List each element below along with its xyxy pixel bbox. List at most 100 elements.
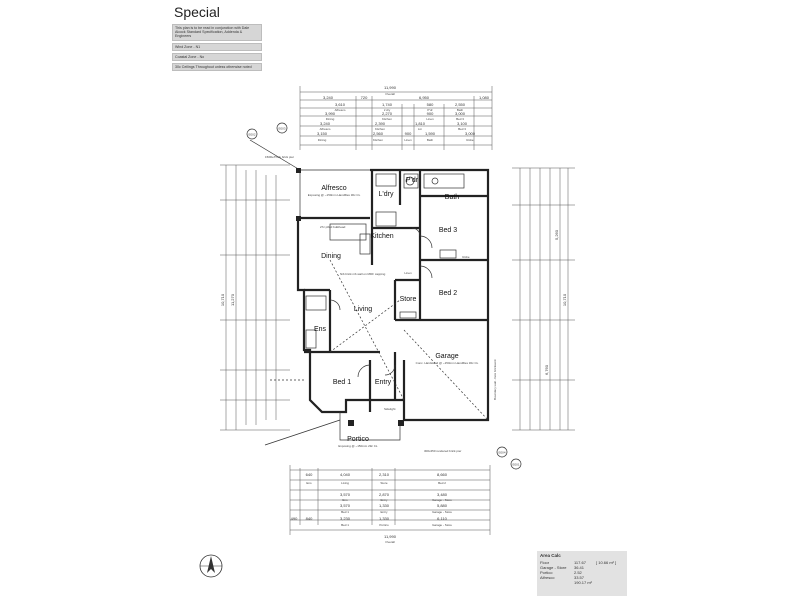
walls xyxy=(296,168,490,422)
top-dim: 3,240 xyxy=(320,121,331,126)
top-dim-label: Bath xyxy=(427,138,434,142)
bottom-dim-label: Garage - Store xyxy=(432,510,452,514)
area-calc-row: Alfresco 33.57 xyxy=(540,575,624,580)
top-dim: 900 xyxy=(405,131,412,136)
bottom-dim: 3,570 xyxy=(340,492,351,497)
top-dim: 2,270 xyxy=(382,111,393,116)
top-dim: 720 xyxy=(361,95,368,100)
section-marker: E004 xyxy=(498,451,505,455)
garage-note: Conc. Hardstand @ ~150mm Handfiles 30c C… xyxy=(416,361,479,365)
bottom-dim-label: Ens xyxy=(342,498,348,502)
top-dim: 3,100 xyxy=(457,121,468,126)
top-dimensions: 11,990 Overall 3,240 720 6,950 1,080 3,6… xyxy=(299,85,493,150)
annotation-wall: Nib brick nib wall on MDF capping xyxy=(340,272,386,276)
bottom-dim: 4,040 xyxy=(340,472,351,477)
annotation-slab: 150DeThick brick pier xyxy=(265,155,294,159)
area-calc-value: 117.67 xyxy=(574,560,586,565)
area-calc-row: Garage - Store 36.41 xyxy=(540,565,624,570)
top-dim: 1,080 xyxy=(479,95,490,100)
bottom-dim-label: Entry xyxy=(380,498,388,502)
room-portico: Portico xyxy=(347,436,369,443)
bottom-dim: 5,880 xyxy=(437,503,448,508)
right-overall: 10,710 xyxy=(562,293,567,306)
top-dim: 3,000 xyxy=(455,111,466,116)
note-ceilings: 30c Ceilings Throughout unless otherwise… xyxy=(172,63,262,72)
room-robe: Robe xyxy=(462,255,470,259)
bottom-dim: 6,110 xyxy=(437,516,447,521)
top-overall-value: 11,990 xyxy=(384,85,397,90)
top-dim: 3,000 xyxy=(465,131,476,136)
top-dim: 2,390 xyxy=(375,121,386,126)
left-dimensions: 10,710 11,270 xyxy=(220,164,290,431)
area-calc-total-row: 190.17 m² xyxy=(540,580,624,585)
area-calc-total: 190.17 m² xyxy=(574,580,593,585)
top-overall-label: Overall xyxy=(385,92,395,96)
area-calc-value: 36.41 xyxy=(574,565,585,570)
bottom-dim-label: Living xyxy=(341,481,349,485)
area-calc-extra: [ 10.66 m² ] xyxy=(596,560,617,565)
bottom-overall-value: 11,990 xyxy=(384,534,397,539)
top-dim-label: Lin xyxy=(418,127,422,131)
top-dim-label: Alfresco xyxy=(320,127,331,131)
top-dim: 2,560 xyxy=(373,131,384,136)
bottom-dim: 2,870 xyxy=(379,492,390,497)
bottom-dim: 8,660 xyxy=(437,472,448,477)
room-garage: Garage xyxy=(435,353,458,360)
bottom-dim-label: Store xyxy=(380,481,388,485)
area-calc-label xyxy=(540,580,574,585)
note-wind-zone: Wind Zone - N1 xyxy=(172,42,262,51)
top-dim: 3,610 xyxy=(335,102,346,107)
top-dim: 6,950 xyxy=(419,95,430,100)
right-dimensions: 10,710 5,260 6,760 xyxy=(512,167,575,431)
room-linen: Linen xyxy=(404,271,412,275)
area-calc-label: Alfresco xyxy=(540,575,555,580)
bottom-dim-label: Entry xyxy=(380,510,388,514)
bottom-dim-label: Garage - Store xyxy=(432,523,452,527)
right-sub2: 6,760 xyxy=(544,364,549,375)
area-calc-label: Floor xyxy=(540,560,550,565)
room-bed1: Bed 1 xyxy=(333,379,351,386)
annotation-brick-pier: 300x450 rendered brick pier xyxy=(424,449,461,453)
section-markers: E002 E003 E001 E004 xyxy=(246,122,522,470)
annotation-boundary: Boundary wall - face brickwork xyxy=(493,359,497,400)
room-ensuite: Ens xyxy=(314,326,327,333)
room-laundry: L'dry xyxy=(379,191,394,198)
top-dim: 3,240 xyxy=(323,95,334,100)
top-dim-label: P'dr xyxy=(427,108,432,112)
bottom-dim-label: Portico xyxy=(379,523,389,527)
annotation-sidelight: Sidelight xyxy=(384,407,396,411)
room-bed3: Bed 3 xyxy=(439,227,457,234)
top-dim: 3,990 xyxy=(325,111,336,116)
bottom-dim: 1,330 xyxy=(379,503,390,508)
bottom-dimensions: 11,990 Overall 640 4,040 2,310 8,660 Ens… xyxy=(289,465,491,544)
plan-title: Special xyxy=(174,4,220,20)
section-marker: E003 xyxy=(278,127,285,131)
bottom-dim-label: Ens xyxy=(306,481,312,485)
left-sub: 11,270 xyxy=(230,293,235,306)
top-dim-label: Robe xyxy=(466,138,474,142)
note-specification: This plan is to be read in conjunction w… xyxy=(172,24,262,41)
area-calc-label: Portico xyxy=(540,570,553,575)
room-bed2: Bed 2 xyxy=(439,290,457,297)
bottom-dim: 2,310 xyxy=(379,472,390,477)
top-dim-label: Bed 3 xyxy=(456,117,464,121)
area-calc-value: 33.57 xyxy=(574,575,585,580)
section-marker: E001 xyxy=(512,463,519,467)
top-dim-label: Kitchen xyxy=(373,138,383,142)
top-dim-label: Kitchen xyxy=(382,117,392,121)
room-bath: Bath xyxy=(445,194,460,201)
top-dim: 1,590 xyxy=(425,131,436,136)
top-dim-label: Linen xyxy=(404,138,412,142)
room-powder: P'dr xyxy=(406,177,419,184)
bottom-dim: 490 xyxy=(291,516,298,521)
room-entry: Entry xyxy=(375,379,392,386)
left-overall: 10,710 xyxy=(220,293,225,306)
room-kitchen: Kitchen xyxy=(370,233,393,240)
top-dim-label: Linen xyxy=(426,117,434,121)
right-sub: 5,260 xyxy=(554,229,559,240)
area-calc-title: Area Calc xyxy=(540,553,561,558)
top-dim-label: Kitchen xyxy=(375,127,385,131)
top-dim-label: Dining xyxy=(318,138,327,142)
area-calc-row: Portico 2.52 xyxy=(540,570,624,575)
